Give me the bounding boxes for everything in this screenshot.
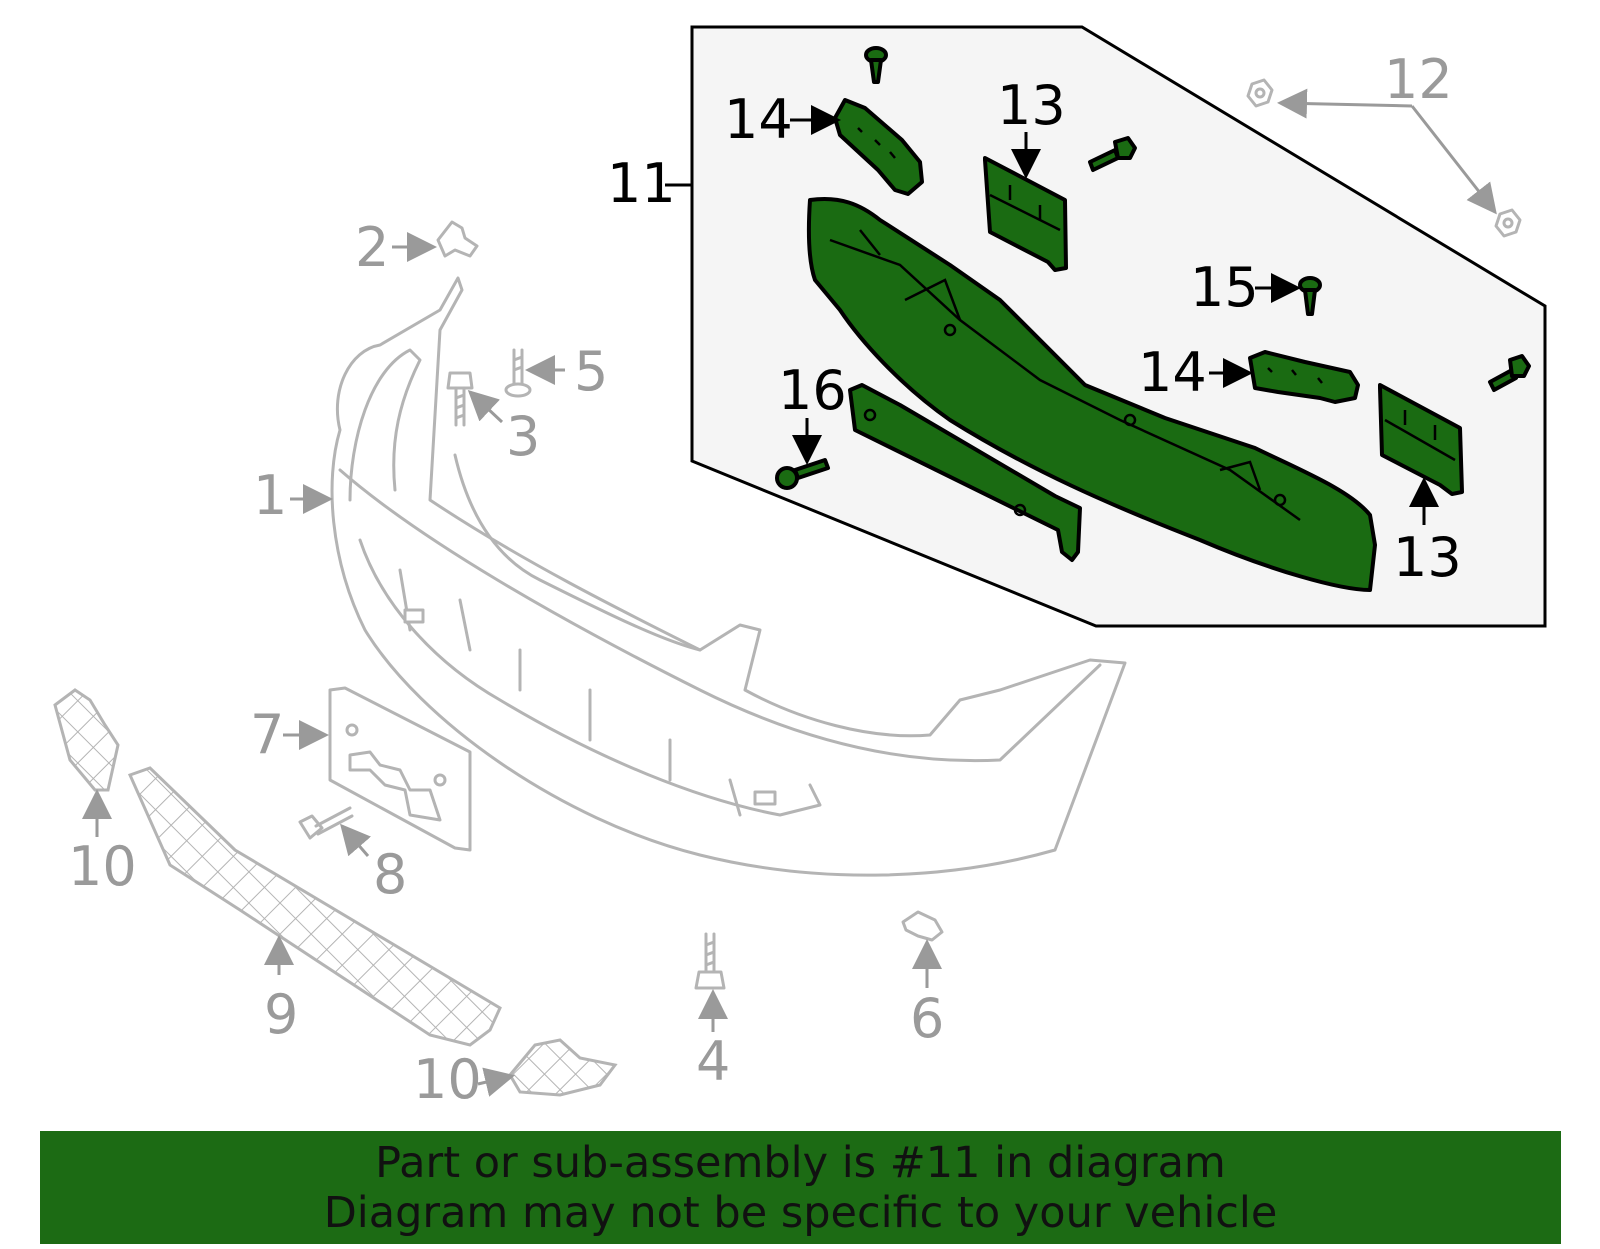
fog-cover-part-10-left <box>53 688 120 792</box>
clip-part-2 <box>436 220 479 258</box>
bumper-cover-part <box>330 276 1127 877</box>
callout-5: 5 <box>574 340 608 403</box>
license-bracket-part-7 <box>328 686 472 852</box>
nut-part-12 <box>1246 78 1522 238</box>
lower-grille-part-9 <box>127 766 502 1047</box>
info-banner: Part or sub-assembly is #11 in diagram D… <box>40 1131 1561 1244</box>
lower-absorber-bar <box>848 383 1082 562</box>
banner-line-1: Part or sub-assembly is #11 in diagram <box>375 1137 1226 1188</box>
callout-6: 6 <box>910 987 944 1050</box>
bolt-part-3 <box>446 371 474 427</box>
callout-1: 1 <box>253 464 287 527</box>
callout-3: 3 <box>506 405 540 468</box>
callout-14-upper: 14 <box>724 88 793 151</box>
bolt-part-4 <box>694 932 726 990</box>
callout-2: 2 <box>355 216 389 279</box>
callout-labels: 1 2 3 4 5 6 7 8 9 10 10 11 12 13 13 14 1… <box>68 48 1462 1111</box>
stud-part-5 <box>504 348 532 398</box>
callout-12: 12 <box>1384 48 1453 111</box>
callout-10-left: 10 <box>68 835 137 898</box>
callout-14-lower: 14 <box>1138 341 1207 404</box>
grey-leader-lines <box>82 88 1497 1097</box>
callout-8: 8 <box>373 843 407 906</box>
bracket-14-lower <box>1248 350 1360 404</box>
callout-15: 15 <box>1190 256 1259 319</box>
green-assembly-parts <box>775 46 1531 592</box>
banner-line-2: Diagram may not be specific to your vehi… <box>323 1187 1278 1238</box>
bolt-upper-center <box>1088 136 1137 172</box>
callout-9: 9 <box>264 983 298 1046</box>
callout-13-upper: 13 <box>997 74 1066 137</box>
bolt-part-8 <box>298 806 354 840</box>
fog-cover-part-10-bottom <box>508 1038 618 1097</box>
callout-10-bottom: 10 <box>413 1048 482 1111</box>
callout-16: 16 <box>778 359 847 422</box>
callout-7: 7 <box>250 703 284 766</box>
callout-4: 4 <box>696 1030 730 1093</box>
callout-13-lower: 13 <box>1393 526 1462 589</box>
clip-top <box>864 46 888 84</box>
callout-11: 11 <box>607 152 676 215</box>
bolt-right <box>1488 354 1531 392</box>
black-leader-lines <box>665 105 1439 525</box>
clip-part-6 <box>901 910 944 942</box>
